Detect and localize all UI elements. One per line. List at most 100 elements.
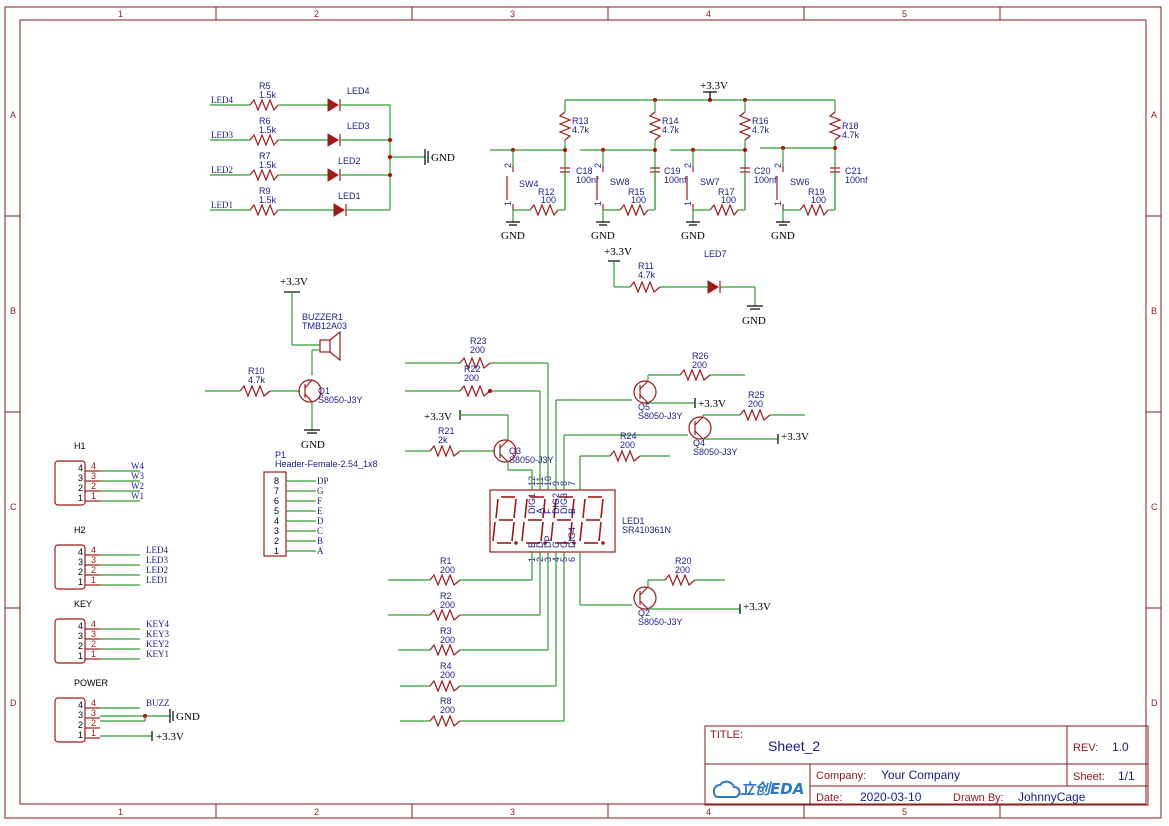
row-label: A: [1151, 110, 1157, 120]
company-value: Your Company: [881, 768, 960, 782]
display-pin-name: F: [543, 508, 553, 514]
vcc-label: +3.3V: [604, 246, 632, 258]
display-pin-number: 7: [567, 481, 577, 486]
header-pin-number: 4: [78, 547, 83, 557]
value-label: 200: [692, 360, 707, 370]
pin-label: 2: [773, 163, 783, 168]
segment: [492, 521, 496, 542]
header-pin-number: 2: [78, 641, 83, 651]
header-title: POWER: [74, 678, 109, 688]
p1-net-label: F: [317, 496, 322, 506]
header-title: H1: [74, 441, 86, 451]
header-net-label: LED4: [146, 545, 168, 555]
ref-label: R14: [662, 116, 679, 126]
ref-label: Q5: [638, 402, 650, 412]
segment: [569, 521, 573, 542]
header-pin-number: 4: [78, 700, 83, 710]
segment: [495, 498, 499, 519]
display-pin-name: A: [535, 508, 545, 514]
ref-label: LED3: [347, 121, 370, 131]
row-label: B: [1151, 306, 1157, 316]
row-label: C: [10, 502, 17, 512]
vcc-label: +3.3V: [156, 731, 184, 743]
ref-label: Q4: [693, 438, 705, 448]
ref-label: SW4: [519, 179, 539, 189]
rev-label: REV:: [1073, 742, 1098, 754]
vcc-label: +3.3V: [698, 398, 726, 410]
header-net-label: W2: [131, 481, 144, 491]
header-pin-number: 3: [78, 557, 83, 567]
value-label: 100: [541, 195, 556, 205]
value-label: 4.7k: [638, 270, 656, 280]
segment: [521, 521, 525, 542]
header-pin-number: 1: [78, 577, 83, 587]
vcc-label: +3.3V: [700, 80, 728, 92]
segment: [598, 521, 602, 542]
display-pin-name: E: [527, 542, 537, 548]
p1-pin-number: 6: [274, 496, 279, 506]
value-label: 200: [620, 440, 635, 450]
title-block: TITLE: Sheet_2 REV: 1.0 Company: Your Co…: [704, 725, 1149, 806]
ref-label: R3: [440, 626, 452, 636]
ref-label: R1: [440, 556, 452, 566]
pin-label: 2: [683, 163, 693, 168]
ref-label: LED1: [338, 191, 361, 201]
header-pin-number: 1: [78, 493, 83, 503]
ref-label: R18: [842, 121, 859, 131]
value-label: 200: [464, 373, 479, 383]
header-net-label: W1: [131, 491, 144, 501]
value-label: 100nf: [845, 175, 868, 185]
header-net-label: KEY2: [146, 639, 169, 649]
net-label: LED4: [211, 95, 233, 105]
sheet-value: 1/1: [1118, 769, 1135, 783]
company-label: Company:: [816, 770, 866, 782]
value-label: 200: [470, 345, 485, 355]
ref-label: LED7: [704, 249, 727, 259]
ref-label: Q3: [509, 446, 521, 456]
ref-label: BUZZER1: [302, 312, 343, 322]
display-pin-name: DIG4: [567, 527, 577, 548]
switch-sw6: GND SW6 2 1 C21 100nf R19 100: [771, 148, 868, 242]
segment: [524, 498, 528, 519]
value-label: 4.7k: [248, 375, 266, 385]
display-pin-name: DP: [543, 535, 553, 548]
header-pin-number: 4: [91, 545, 96, 555]
ref-label: R10: [248, 366, 265, 376]
row-label: C: [1151, 502, 1158, 512]
header-pin-number: 1: [91, 491, 96, 501]
display-pin-name: D: [535, 541, 545, 548]
cloud-icon: [712, 780, 741, 798]
ref-label: R17: [718, 187, 735, 197]
ref-label: R21: [438, 426, 455, 436]
header-pin-number: 2: [78, 483, 83, 493]
header-pin-number: 1: [78, 730, 83, 740]
title-label: TITLE:: [710, 729, 743, 741]
led-row-2: LED2 R7 1.5k LED2: [210, 151, 390, 182]
ref-label: C18: [576, 166, 593, 176]
header-pin-number: 4: [78, 463, 83, 473]
pin-label: 1: [683, 201, 693, 206]
gnd-label: GND: [742, 315, 766, 327]
gnd-label: GND: [176, 711, 200, 723]
vcc-label: +3.3V: [280, 276, 308, 288]
header-net-label: LED2: [146, 565, 168, 575]
date-label: Date:: [816, 792, 842, 804]
ref-label: R22: [464, 364, 481, 374]
header-pin-number: 1: [78, 651, 83, 661]
ref-label: R13: [572, 116, 589, 126]
vcc-label: +3.3V: [781, 431, 809, 443]
buzzer-section: +3.3V BUZZER1 TMB12A03 GND R10 4.7k Q1 S…: [205, 276, 363, 451]
gnd-label: GND: [681, 230, 705, 242]
col-label: 1: [118, 807, 123, 817]
decimal-point: [601, 541, 605, 545]
ref-label: R9: [259, 186, 271, 196]
date-value: 2020-03-10: [860, 790, 922, 804]
header-net-label: W4: [131, 461, 144, 471]
segment: [600, 498, 604, 519]
segment: [550, 521, 554, 542]
col-label: 1: [118, 9, 123, 19]
ref-label: Q2: [638, 608, 650, 618]
ref-label: SW6: [790, 177, 810, 187]
led-row-1: LED1 R9 1.5k LED1: [210, 186, 390, 217]
